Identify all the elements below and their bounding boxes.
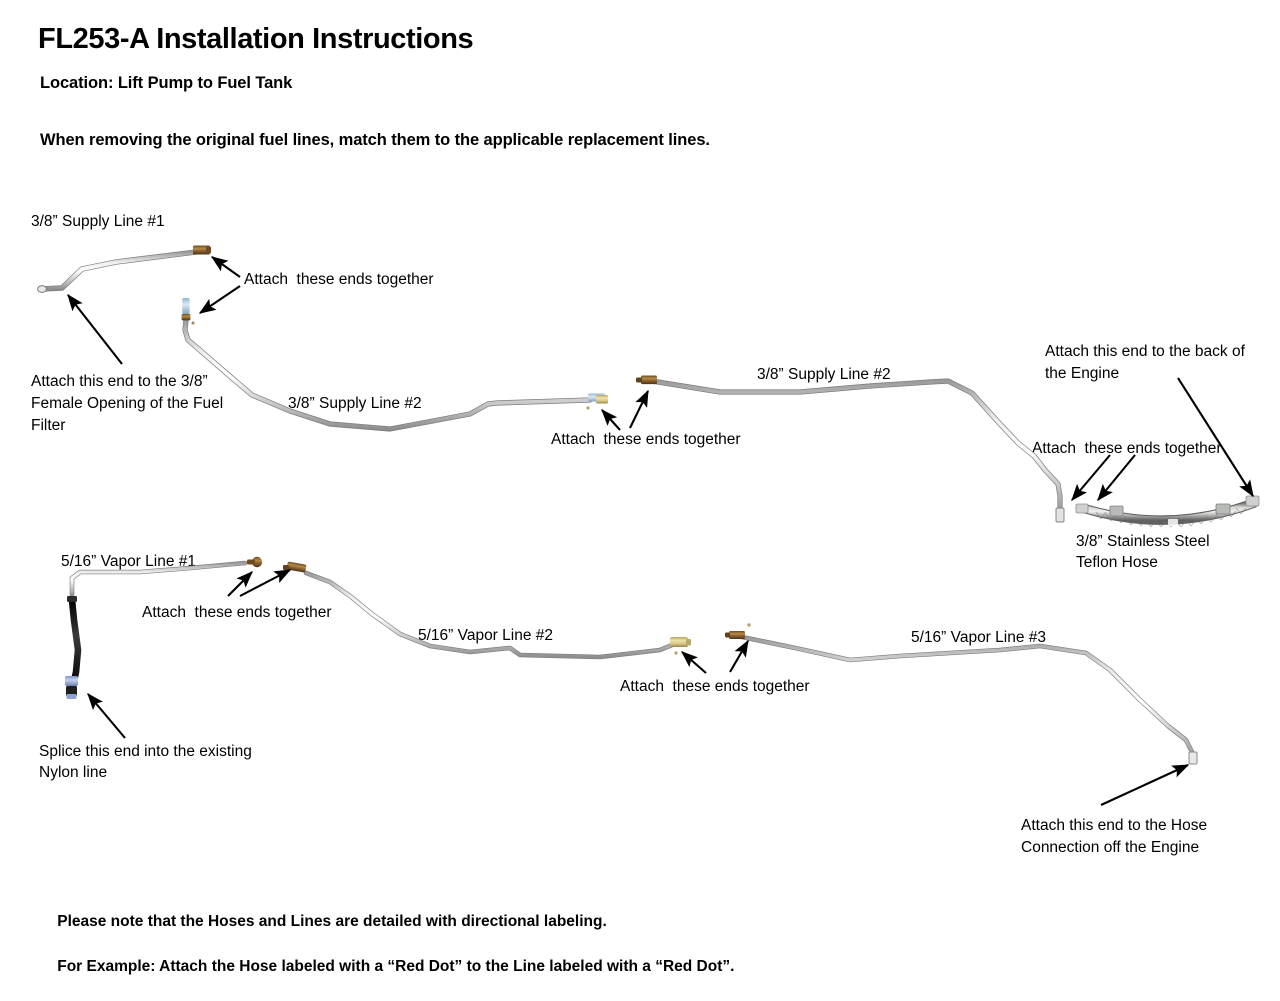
- arrow-splice-nylon: [87, 693, 126, 739]
- page-title: FL253-A Installation Instructions: [38, 23, 474, 55]
- callout-back-engine-line1: Attach this end to the back of: [1045, 343, 1245, 360]
- callout-attach-ends-1: Attach these ends together: [244, 271, 434, 288]
- arrow-attach-ends-4-left: [227, 571, 253, 597]
- callout-attach-ends-4: Attach these ends together: [142, 604, 332, 621]
- arrow-attach-ends-5-right: [729, 639, 749, 673]
- callout-hose-engine-line1: Attach this end to the Hose: [1021, 817, 1208, 834]
- supply-line-1-brass-fitting: [193, 245, 211, 255]
- vapor-line-2-left-fitting: [283, 561, 307, 573]
- callout-fuel-filter-line1: Attach this end to the 3/8”: [31, 373, 208, 390]
- arrow-attach-ends-1-upper: [210, 256, 241, 278]
- callout-hose-engine-line2: Connection off the Engine: [1021, 839, 1200, 856]
- arrow-attach-ends-5-left: [681, 651, 707, 674]
- label-vapor-line-1: 5/16” Vapor Line #1: [61, 553, 197, 570]
- arrow-attach-ends-2-right: [629, 389, 649, 429]
- arrow-attach-ends-3-right: [1097, 454, 1136, 501]
- arrow-hose-connection-engine: [1100, 764, 1190, 806]
- callout-attach-ends-3: Attach these ends together: [1032, 440, 1222, 457]
- footer-note-line2: For Example: Attach the Hose labeled wit…: [57, 958, 735, 976]
- supply-line-2-right-brass-fitting: [636, 375, 657, 385]
- callout-splice-nylon-line2: Nylon line: [39, 764, 108, 781]
- label-vapor-line-3: 5/16” Vapor Line #3: [911, 629, 1047, 646]
- supply-line-2-left-top-fitting: [181, 298, 195, 325]
- callout-splice-nylon-line1: Splice this end into the existing: [39, 743, 252, 760]
- arrow-attach-ends-3-left: [1071, 454, 1111, 501]
- supply-line-2-left-end-fitting: [586, 393, 608, 410]
- callout-back-engine-line2: the Engine: [1045, 365, 1120, 382]
- vapor-line-1-clamp: [67, 596, 77, 602]
- footer-note-line1: Please note that the Hoses and Lines are…: [57, 913, 607, 931]
- supply-line-2-right-bottom-end: [1055, 507, 1065, 523]
- footer-note: Please note that the Hoses and Lines are…: [40, 889, 734, 1001]
- teflon-hose-right-fitting: [1215, 495, 1260, 515]
- arrow-fuel-filter: [67, 294, 123, 365]
- intro-instruction: When removing the original fuel lines, m…: [40, 131, 710, 149]
- location-subtitle: Location: Lift Pump to Fuel Tank: [40, 74, 293, 92]
- part-teflon-hose: [1075, 495, 1260, 528]
- arrow-attach-ends-4-right: [239, 569, 292, 597]
- label-teflon-hose-line1: 3/8” Stainless Steel: [1076, 533, 1210, 550]
- teflon-hose-left-fitting: [1075, 503, 1124, 517]
- label-supply-line-1: 3/8” Supply Line #1: [31, 213, 165, 230]
- vapor-line-2-right-fitting: [670, 637, 691, 655]
- callout-fuel-filter-line3: Filter: [31, 417, 66, 434]
- callout-attach-ends-2: Attach these ends together: [551, 431, 741, 448]
- vapor-line-1-brass-fitting: [247, 556, 263, 568]
- supply-line-1-flare-end: [37, 285, 47, 293]
- callout-attach-ends-5: Attach these ends together: [620, 678, 810, 695]
- label-teflon-hose-line2: Teflon Hose: [1076, 554, 1158, 571]
- callout-fuel-filter-line2: Female Opening of the Fuel: [31, 395, 224, 412]
- vapor-line-1-splice-connector: [65, 676, 78, 699]
- label-supply-line-2-right: 3/8” Supply Line #2: [757, 366, 891, 383]
- label-supply-line-2-left: 3/8” Supply Line #2: [288, 395, 422, 412]
- vapor-line-3-left-fitting: [725, 623, 751, 639]
- arrow-attach-ends-2-left: [601, 409, 621, 431]
- label-vapor-line-2: 5/16” Vapor Line #2: [418, 627, 554, 644]
- arrow-back-of-engine: [1177, 377, 1254, 498]
- part-supply-line-1: [37, 245, 211, 293]
- part-vapor-line-1: [65, 556, 263, 699]
- arrow-attach-ends-1-lower: [198, 285, 241, 314]
- vapor-line-3-end-connector: [1188, 751, 1198, 765]
